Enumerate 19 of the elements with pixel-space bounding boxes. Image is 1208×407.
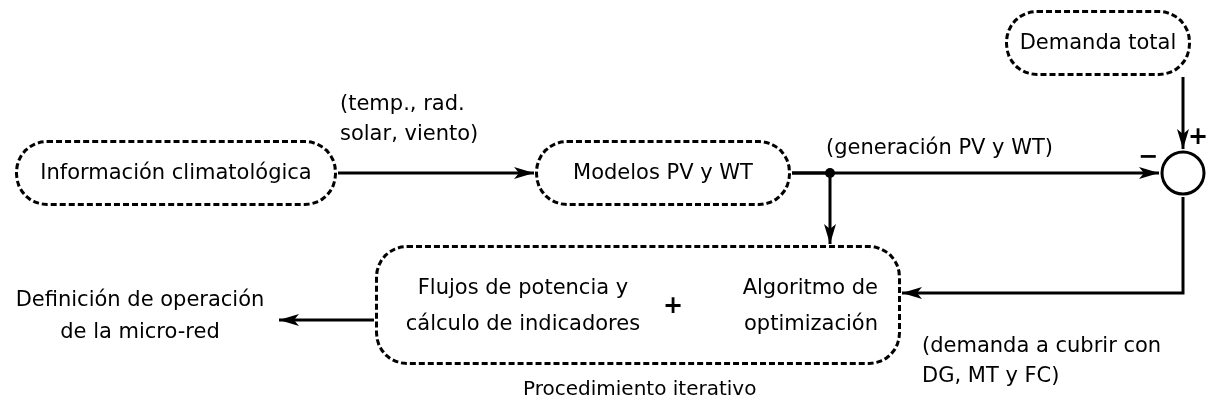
- edge-label: (demanda a cubrir con DG, MT y FC): [922, 332, 1163, 389]
- output-text: Definición de operación de la micro-red: [2, 282, 278, 348]
- process-box: [375, 245, 901, 365]
- sign-label: +: [1188, 121, 1208, 152]
- arrow: [792, 171, 836, 244]
- arrow: [338, 167, 534, 179]
- process-text: Algoritmo de optimización: [741, 274, 878, 337]
- arrow: [279, 314, 374, 326]
- arrow: [1177, 77, 1189, 149]
- box-text: Demanda total: [1019, 29, 1177, 57]
- arrow: [902, 197, 1185, 299]
- edge-label: (temp., rad. solar, viento): [340, 90, 480, 147]
- plus-sign: +: [662, 290, 684, 321]
- process-text: Flujos de potencia y cálculo de indicadores: [404, 274, 642, 337]
- box-text: Información climatológica: [40, 159, 312, 187]
- edge-label: (generación PV y WT): [826, 134, 1054, 161]
- node-label: Procedimiento iterativo: [523, 375, 757, 402]
- sign-label: −: [1138, 141, 1159, 172]
- box-text: Modelos PV y WT: [573, 159, 753, 187]
